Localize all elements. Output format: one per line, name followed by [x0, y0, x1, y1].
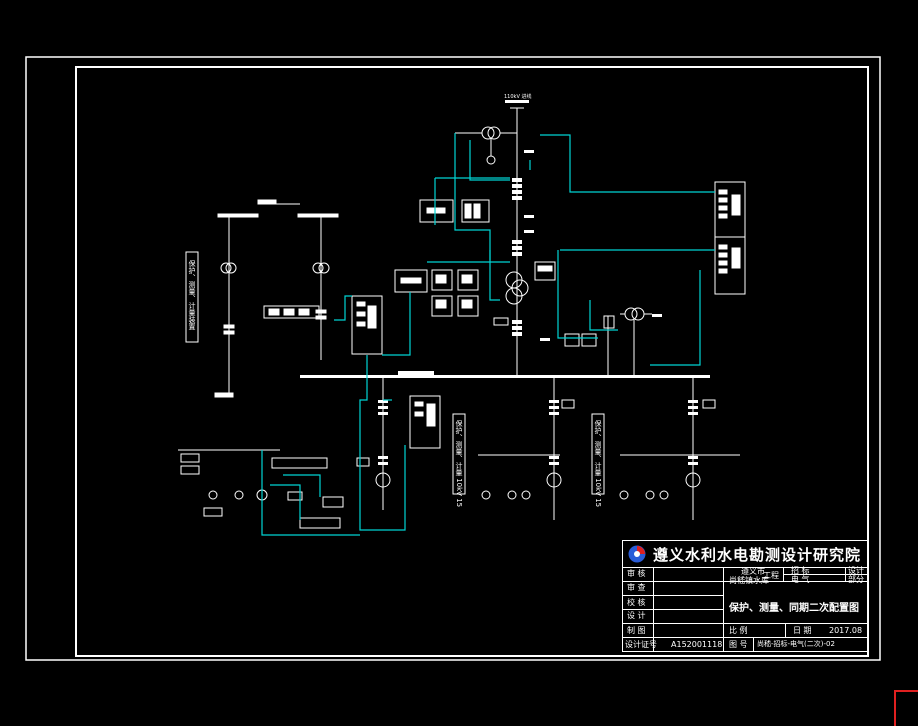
incoming-bay-ct-stack	[512, 150, 534, 336]
discipline: 电 气	[791, 575, 810, 584]
drawing-no-label: 图 号	[729, 640, 748, 649]
bus-label-plate	[398, 371, 434, 375]
row-label-review: 审 核	[627, 569, 646, 578]
title-block-header: 遵义水利水电勘测设计研究院	[623, 541, 868, 568]
incoming-bay	[455, 107, 652, 375]
stage: 招 标	[791, 566, 810, 575]
title-block: 遵义水利水电勘测设计研究院 审 核 审 查 校 核 设 计 制 图 设计证号 A…	[622, 540, 869, 652]
row-label-verify: 校 核	[627, 598, 646, 607]
cert-label: 设计证号	[625, 640, 657, 649]
project-name: 尚嵇镇水库	[729, 576, 769, 585]
annotation-blobs	[505, 100, 662, 341]
right-protection-panel	[714, 181, 746, 295]
discipline-suffix: 部分	[848, 575, 864, 584]
stage-suffix: 设计	[848, 566, 864, 575]
row-label-draw: 制 图	[627, 626, 646, 635]
secondary-wiring	[261, 133, 715, 536]
bay2-label: 保护、测量、计量 10kV 15	[455, 419, 463, 507]
project-city: 遵义市	[741, 567, 765, 576]
date-value: 2017.08	[829, 626, 863, 635]
institute-logo-icon	[628, 545, 646, 563]
side-label-boxes	[185, 251, 605, 495]
institute-name: 遵义水利水电勘测设计研究院	[653, 546, 862, 564]
inner-frame	[75, 66, 869, 657]
incomer-label: 110kV 进线	[504, 93, 531, 100]
protection-device-boxes	[394, 199, 615, 347]
date-label: 日 期	[793, 626, 812, 635]
main-busbar	[300, 375, 710, 378]
drawing-no-value: 尚嵇-招标-电气(二次)-02	[757, 640, 835, 648]
feeder-ct-stacks	[378, 400, 698, 465]
bay3-label: 保护、测量、计量 10kV 15	[594, 419, 602, 507]
outer-frame	[25, 56, 881, 661]
row-label-check: 审 查	[627, 583, 646, 592]
left-bay-label: 保护、测量、计量装置	[188, 259, 196, 330]
cert-value: A152001118	[671, 640, 723, 649]
row-label-design: 设 计	[627, 611, 646, 620]
scale-label: 比 例	[729, 626, 748, 635]
left-auxiliary-bay	[214, 199, 383, 398]
corner-marker	[894, 690, 918, 726]
drawing-title: 保护、测量、同期二次配置图	[729, 603, 859, 614]
project-suffix: 工程	[763, 571, 779, 580]
